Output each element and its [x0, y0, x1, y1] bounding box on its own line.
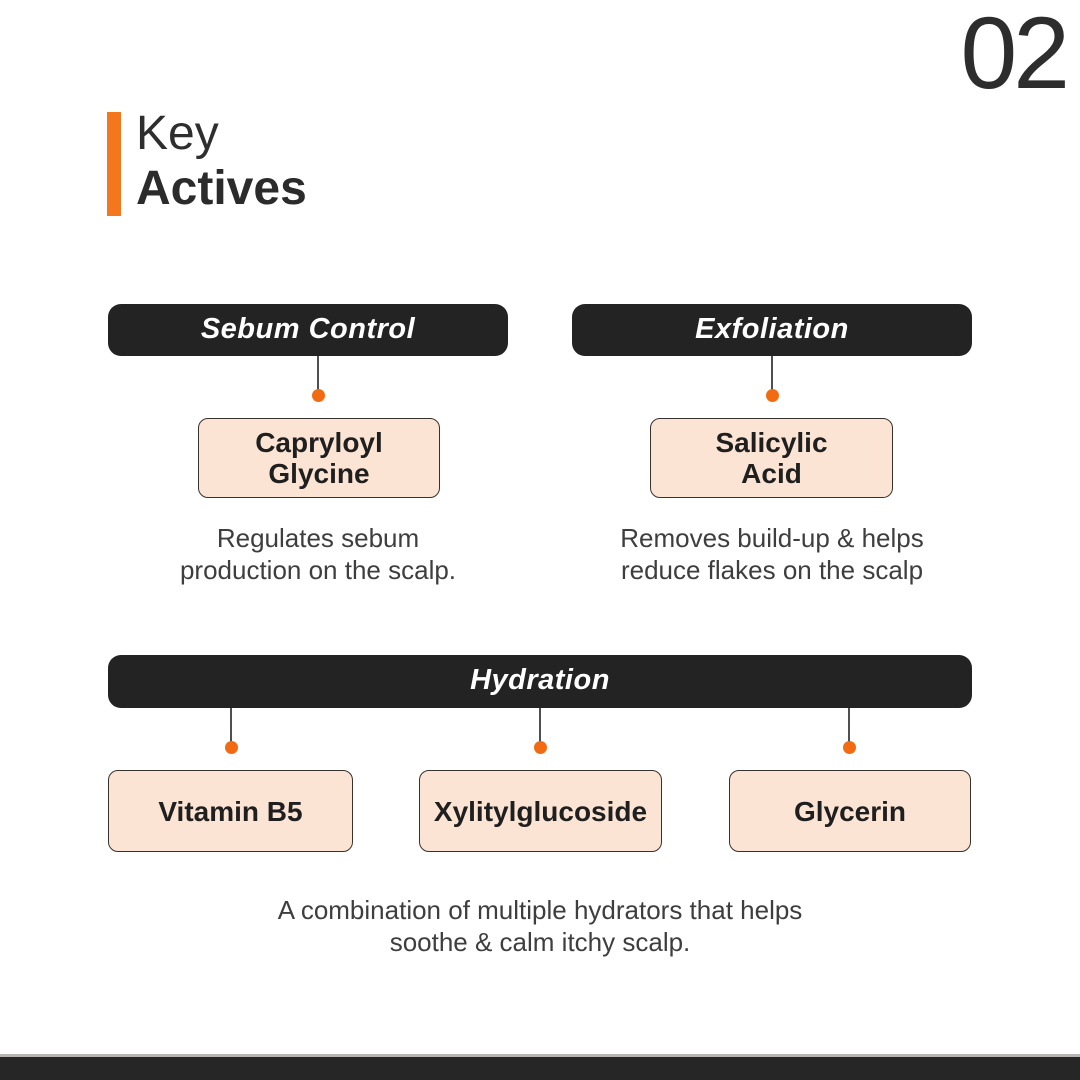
connector-dot — [765, 389, 779, 402]
active-box-capryloyl-glycine: Capryloyl Glycine — [198, 418, 440, 498]
category-label: Exfoliation — [695, 312, 849, 345]
connector-line — [539, 708, 541, 743]
active-box-glycerin: Glycerin — [729, 770, 971, 852]
connector-line — [317, 356, 319, 391]
page-title-line-2: Actives — [136, 162, 307, 215]
description-hydration: A combination of multiple hydrators that… — [277, 895, 803, 957]
connector-line — [230, 708, 232, 743]
active-label: Vitamin B5 — [158, 795, 303, 827]
page-number: 02 — [960, 0, 1070, 110]
connector-dot — [224, 741, 238, 754]
description-exfoliation: Removes build-up & helps reduce flakes o… — [620, 523, 924, 585]
connector-xylitylglucoside — [533, 708, 547, 756]
title-accent-bar — [107, 112, 121, 216]
category-pill-hydration: Hydration — [108, 655, 972, 708]
active-label: Xylitylglucoside — [433, 795, 648, 827]
category-pill-exfoliation: Exfoliation — [572, 304, 972, 356]
description-sebum-control: Regulates sebum production on the scalp. — [179, 523, 457, 585]
page-title-line-1: Key — [136, 107, 219, 160]
connector-exfoliation — [765, 356, 779, 404]
active-box-salicylic-acid: Salicylic Acid — [650, 418, 893, 498]
active-label: Salicylic Acid — [715, 427, 828, 489]
connector-line — [771, 356, 773, 391]
connector-dot — [842, 741, 856, 754]
connector-dot — [311, 389, 325, 402]
category-label: Sebum Control — [200, 312, 416, 345]
connector-vitamin-b5 — [224, 708, 238, 756]
footer-bar — [0, 1054, 1080, 1080]
category-pill-sebum-control: Sebum Control — [108, 304, 508, 356]
page-title: Key Actives — [136, 106, 307, 216]
active-box-vitamin-b5: Vitamin B5 — [108, 770, 353, 852]
active-label: Capryloyl Glycine — [255, 427, 383, 489]
connector-line — [848, 708, 850, 743]
category-label: Hydration — [470, 664, 610, 696]
connector-glycerin — [842, 708, 856, 756]
active-box-xylitylglucoside: Xylitylglucoside — [419, 770, 662, 852]
connector-sebum-control — [311, 356, 325, 404]
connector-dot — [533, 741, 547, 754]
active-label: Glycerin — [793, 795, 907, 827]
